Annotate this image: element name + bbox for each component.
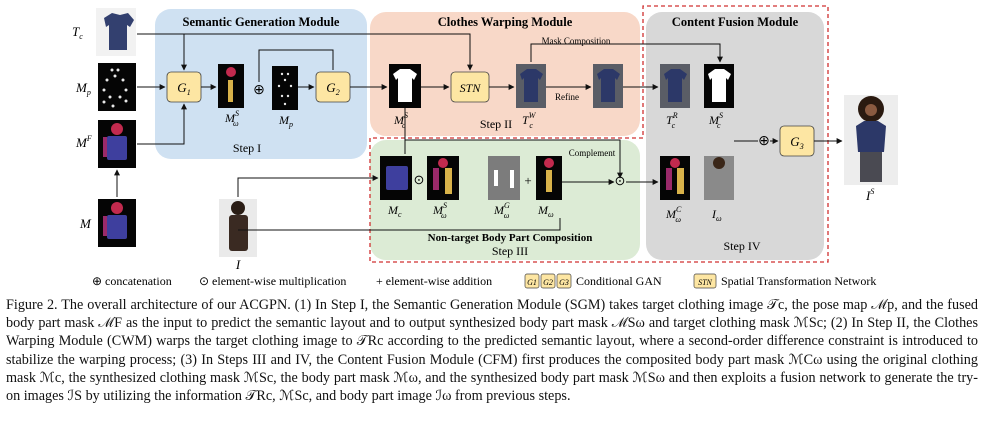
cfm-title: Content Fusion Module [672,15,799,29]
sgm-title: Semantic Generation Module [183,15,340,29]
sgm-module-box [155,9,367,159]
cwm-module-box [370,12,640,136]
concat-op-2: ⊕ [758,134,770,149]
label-mc: Mc [387,203,402,219]
label-i-w: Iω [711,207,722,223]
label-is: IS [865,187,874,203]
ms2-head [438,158,448,168]
ms-arm [228,80,233,102]
dashed-frame [369,5,829,263]
refine-label: Refine [555,92,579,102]
mc-torso [386,166,408,190]
legend-g3-box [556,273,572,289]
person-body [229,215,248,251]
mask-head [111,123,123,135]
pose-keypoints [102,68,128,108]
add-op: + [524,173,531,188]
label-m-w: Mω [537,203,554,219]
ms-head [226,67,236,77]
mg-arm-right [510,170,514,188]
output-face [865,104,877,116]
step-3: Step III [492,244,528,258]
g3-label: G3 [790,134,803,151]
legend-cgan: Conditional GAN [576,274,662,288]
legend-g2-box [540,273,556,289]
label-mf: MF [75,134,92,150]
legend-g1: G1 [527,278,537,287]
output-shirt [856,121,886,152]
msc2-shirt-icon [708,69,731,102]
figure-caption: Figure 2. The overall architecture of ou… [6,296,978,405]
shirt-icon [104,13,134,50]
mw-arm [546,170,552,192]
legend-stn-box [693,273,717,289]
mask-torso-2 [107,215,127,239]
output-pants [860,152,882,182]
step-2: Step II [480,117,512,131]
mg-omega-image [488,156,520,200]
mw-head [544,158,554,168]
pose-keypoints-2 [277,72,293,106]
mult-op-1: ⊙ [414,172,425,187]
mask-torso [107,136,127,160]
architecture-diagram: Semantic Generation Module Clothes Warpi… [72,5,898,289]
label-mp2: Mp [278,113,293,129]
tr-shirt-icon [664,69,687,102]
caption-text: Figure 2. The overall architecture of ou… [6,297,978,405]
iw-head [713,157,725,169]
mcw-torso [666,168,672,190]
label-m: M [79,216,92,231]
legend-add: + element-wise addition [376,274,492,288]
step-1: Step I [233,141,261,155]
complement-label: Complement [569,148,616,158]
g1-label: G1 [177,80,190,97]
legend-stn-text: Spatial Transformation Network [721,274,876,288]
cfm-module-box [646,12,824,260]
legend-g1-box [524,273,540,289]
legend-stn: STN [698,278,712,287]
step-4: Step IV [724,239,761,253]
g2-label: G2 [326,80,339,97]
connections [114,33,843,231]
concat-op-1: ⊕ [253,83,265,98]
mcw-head [670,158,680,168]
mask-arm [103,137,107,157]
warped-shirt-icon [520,69,543,102]
person-head [231,201,245,215]
mp2-image [272,66,298,110]
mg-arm-left [494,170,498,186]
ms2-arm [445,168,452,194]
label-tc: Tc [72,24,83,41]
label-i: I [235,257,241,272]
label-mp: Mp [75,80,91,97]
nbpc-title: Non-target Body Part Composition [428,232,593,244]
legend-concat: ⊕ concatenation [92,274,172,288]
refined-shirt-icon [597,69,620,102]
mask-composition-label: Mask Composition [542,36,611,46]
ms2-torso [433,168,439,190]
legend-g3: G3 [559,278,569,287]
legend-mult: ⊙ element-wise multiplication [199,274,346,288]
stn-label: STN [460,81,482,95]
shirt-mask-icon [393,69,417,102]
mask-arm-2 [103,216,107,236]
mask-head-2 [111,202,123,214]
legend-g2: G2 [543,278,553,287]
mcw-arm [677,168,684,194]
cwm-title: Clothes Warping Module [438,15,573,29]
